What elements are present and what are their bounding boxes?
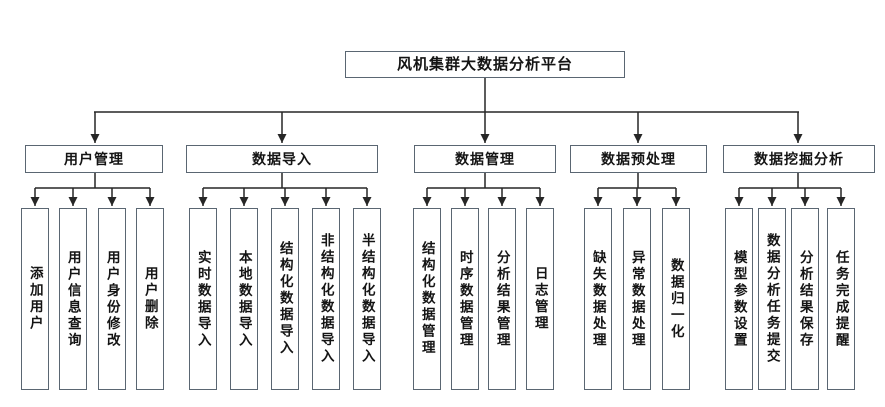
node-model-parameter-setting: 模型参数设置 [725,208,753,390]
node-abnormal-data-processing: 异常数据处理 [623,208,651,390]
node-user-info-query: 用户信息查询 [59,208,87,390]
node-missing-data-processing: 缺失数据处理 [584,208,612,390]
node-platform-root: 风机集群大数据分析平台 [345,51,625,78]
node-timeseries-data-management: 时序数据管理 [451,208,479,390]
node-analysis-task-submit: 数据分析任务提交 [758,208,786,390]
node-realtime-data-import: 实时数据导入 [189,208,217,390]
node-data-preprocessing: 数据预处理 [570,145,707,173]
node-analysis-result-save: 分析结果保存 [791,208,819,390]
node-data-normalization: 数据归一化 [662,208,690,390]
node-local-data-import: 本地数据导入 [230,208,258,390]
node-log-management: 日志管理 [526,208,554,390]
node-user-identity-modify: 用户身份修改 [98,208,126,390]
node-structured-data-management: 结构化数据管理 [413,208,441,390]
node-structured-data-import: 结构化数据导入 [271,208,299,390]
node-data-management: 数据管理 [414,145,556,173]
node-unstructured-data-import: 非结构化数据导入 [312,208,340,390]
node-add-user: 添加用户 [21,208,49,390]
node-analysis-result-management: 分析结果管理 [488,208,516,390]
node-data-import: 数据导入 [186,145,378,173]
node-semistructured-data-import: 半结构化数据导入 [353,208,381,390]
node-task-completion-reminder: 任务完成提醒 [827,208,855,390]
node-user-management: 用户管理 [25,145,163,173]
node-data-mining-analysis: 数据挖掘分析 [723,145,875,173]
node-user-delete: 用户删除 [136,208,164,390]
